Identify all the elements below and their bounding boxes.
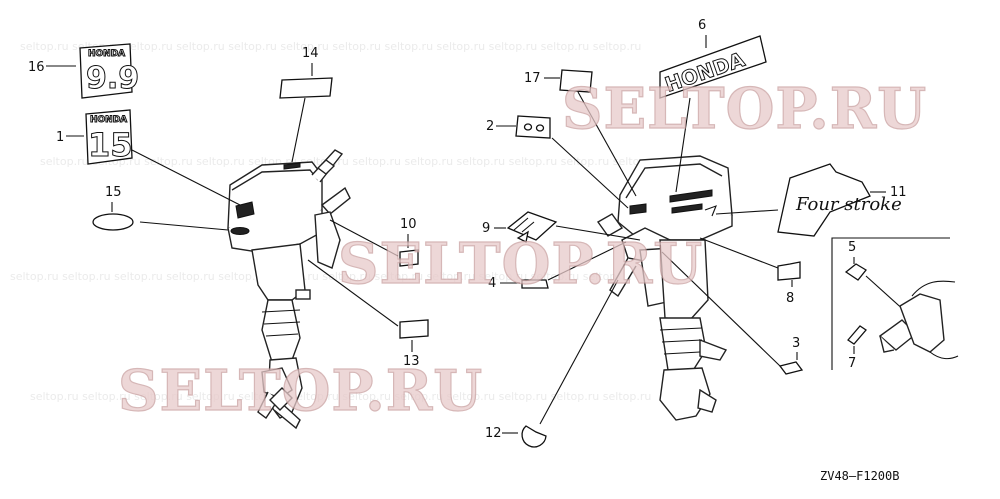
svg-text:Four stroke: Four stroke xyxy=(795,194,902,215)
right-outboard-engine xyxy=(596,155,733,421)
svg-text:5: 5 xyxy=(848,240,856,255)
decal-99[interactable]: HONDA 9.9 xyxy=(79,43,140,99)
svg-text:1: 1 xyxy=(56,130,64,145)
svg-text:SELTOP.RU: SELTOP.RU xyxy=(562,76,927,142)
label-14 xyxy=(279,77,333,99)
svg-text:8: 8 xyxy=(786,291,794,306)
svg-text:4: 4 xyxy=(488,276,496,291)
svg-text:HONDA: HONDA xyxy=(88,49,125,59)
svg-text:seltop.ru seltop.ru seltop.r: seltop.ru seltop.ru seltop.ru seltop.ru … xyxy=(10,270,631,283)
callout-17[interactable]: 17 xyxy=(524,69,637,197)
callout-5[interactable]: 7 xyxy=(847,325,867,371)
svg-text:6: 6 xyxy=(698,18,706,33)
callout-3[interactable]: 5 xyxy=(844,240,907,313)
decal-four-stroke[interactable]: Four stroke xyxy=(715,163,902,237)
inset-detail: 5 7 xyxy=(831,237,959,371)
decal-15[interactable]: HONDA 15 xyxy=(85,109,133,165)
callout-2[interactable]: 2 xyxy=(486,115,629,209)
background-watermark-rows: seltop.ru seltop.ru seltop.ru seltop.ru … xyxy=(10,40,661,403)
svg-text:9.9: 9.9 xyxy=(86,61,139,96)
callout-6[interactable]: 11 xyxy=(870,185,907,200)
callout-16[interactable]: 16 xyxy=(28,60,76,75)
label-3 xyxy=(844,263,867,281)
left-cowl-oval xyxy=(230,227,250,235)
watermarks: SELTOP.RU SELTOP.RU SELTOP.RU xyxy=(117,75,927,424)
callout-14[interactable]: 14 xyxy=(279,46,333,163)
svg-text:SELTOP.RU: SELTOP.RU xyxy=(338,231,703,297)
svg-text:3: 3 xyxy=(792,336,800,351)
left-outboard-engine xyxy=(227,149,351,430)
left-callouts: 16 HONDA 9.9 1 HONDA 15 15 14 xyxy=(28,43,429,369)
callout-9[interactable]: 9 xyxy=(482,211,641,243)
svg-text:seltop.ru seltop.ru seltop.r: seltop.ru seltop.ru seltop.ru seltop.ru … xyxy=(20,40,641,53)
left-cowl-decal-dark xyxy=(235,201,255,219)
diagram-code: ZV48—F1200B xyxy=(820,469,899,483)
svg-text:13: 13 xyxy=(403,354,420,369)
svg-text:7: 7 xyxy=(848,356,856,371)
svg-text:10: 10 xyxy=(400,217,417,232)
label-17 xyxy=(559,69,593,93)
svg-text:seltop.ru seltop.ru seltop.r: seltop.ru seltop.ru seltop.ru seltop.ru … xyxy=(30,390,651,403)
svg-text:16: 16 xyxy=(28,60,45,75)
callout-12[interactable]: 12 xyxy=(485,279,619,448)
label-10 xyxy=(399,249,419,267)
callout-11[interactable]: 8 xyxy=(699,237,801,306)
svg-text:15: 15 xyxy=(88,126,133,164)
callout-7[interactable]: 6 xyxy=(698,18,707,48)
svg-text:12: 12 xyxy=(485,426,502,441)
callout-4[interactable]: 4 xyxy=(488,241,627,291)
svg-text:15: 15 xyxy=(105,185,122,200)
svg-text:14: 14 xyxy=(302,46,319,61)
label-11 xyxy=(777,261,801,281)
svg-text:9: 9 xyxy=(482,221,490,236)
label-5 xyxy=(847,325,867,345)
oval-badge xyxy=(92,213,134,231)
callout-8[interactable]: 3 xyxy=(661,251,804,375)
label-4 xyxy=(521,279,549,289)
svg-text:HONDA: HONDA xyxy=(90,115,127,125)
svg-text:17: 17 xyxy=(524,71,541,86)
svg-text:seltop.ru seltop.ru seltop.r: seltop.ru seltop.ru seltop.ru seltop.ru … xyxy=(40,155,661,168)
cap-12 xyxy=(521,425,547,448)
svg-text:SELTOP.RU: SELTOP.RU xyxy=(118,358,483,424)
callout-10[interactable]: 10 xyxy=(329,217,419,267)
svg-text:11: 11 xyxy=(890,185,907,200)
callout-1[interactable]: 1 xyxy=(56,130,241,206)
svg-text:2: 2 xyxy=(486,119,494,134)
callout-15[interactable]: 15 xyxy=(92,185,229,231)
label-13 xyxy=(399,319,429,339)
callout-13[interactable]: 13 xyxy=(307,259,429,369)
label-8 xyxy=(778,361,804,375)
label-2 xyxy=(515,115,551,139)
